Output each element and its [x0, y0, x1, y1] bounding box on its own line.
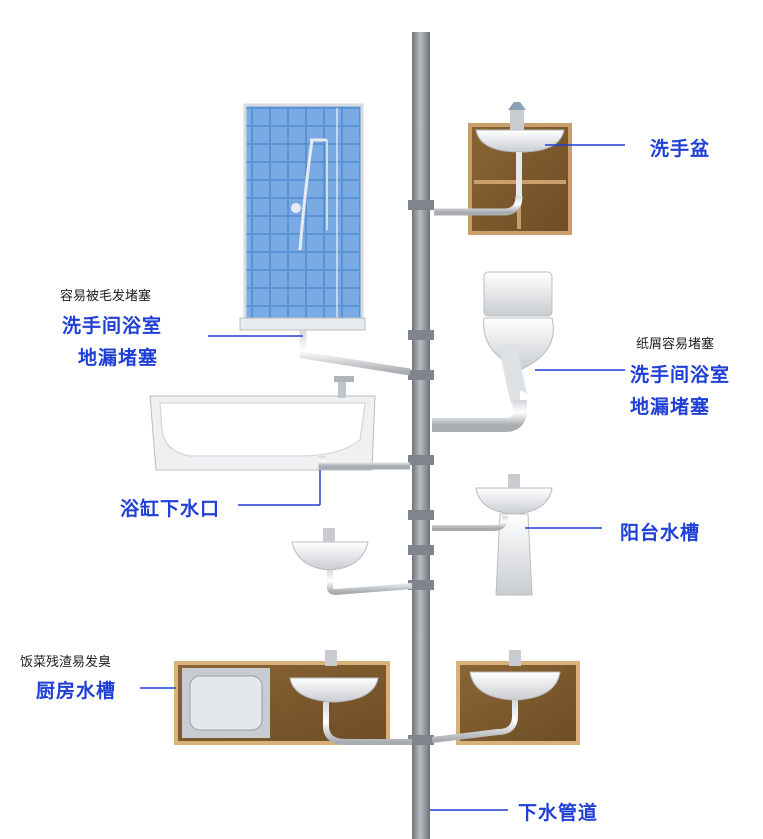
leader-lines: [140, 144, 625, 811]
wash-basin-cabinet: [434, 102, 572, 235]
kitchen-cabinet-left: [174, 650, 412, 745]
toilet: [432, 271, 554, 432]
wall-sink: [291, 528, 413, 596]
label-toilet-line1: 洗手间浴室: [630, 364, 731, 386]
label-main-pipe: 下水管道: [518, 802, 599, 824]
shower-enclosure: [239, 103, 411, 376]
bathtub: [149, 376, 410, 471]
label-toilet-note: 纸屑容易堵塞: [636, 337, 715, 352]
label-shower-line1: 洗手间浴室: [62, 315, 163, 337]
label-balcony: 阳台水槽: [620, 522, 701, 544]
label-shower-note: 容易被毛发堵塞: [60, 289, 152, 304]
label-kitchen: 厨房水槽: [36, 680, 117, 702]
label-bathtub: 浴缸下水口: [120, 498, 221, 520]
label-shower-line2: 地漏堵塞: [78, 347, 159, 369]
label-toilet-line2: 地漏堵塞: [630, 396, 711, 418]
label-basin: 洗手盆: [650, 138, 711, 160]
label-kitchen-note: 饭菜残渣易发臭: [20, 655, 112, 670]
main-drain-pipe: [408, 32, 434, 839]
kitchen-cabinet-right: [431, 650, 580, 745]
pedestal-sink: [432, 474, 553, 596]
